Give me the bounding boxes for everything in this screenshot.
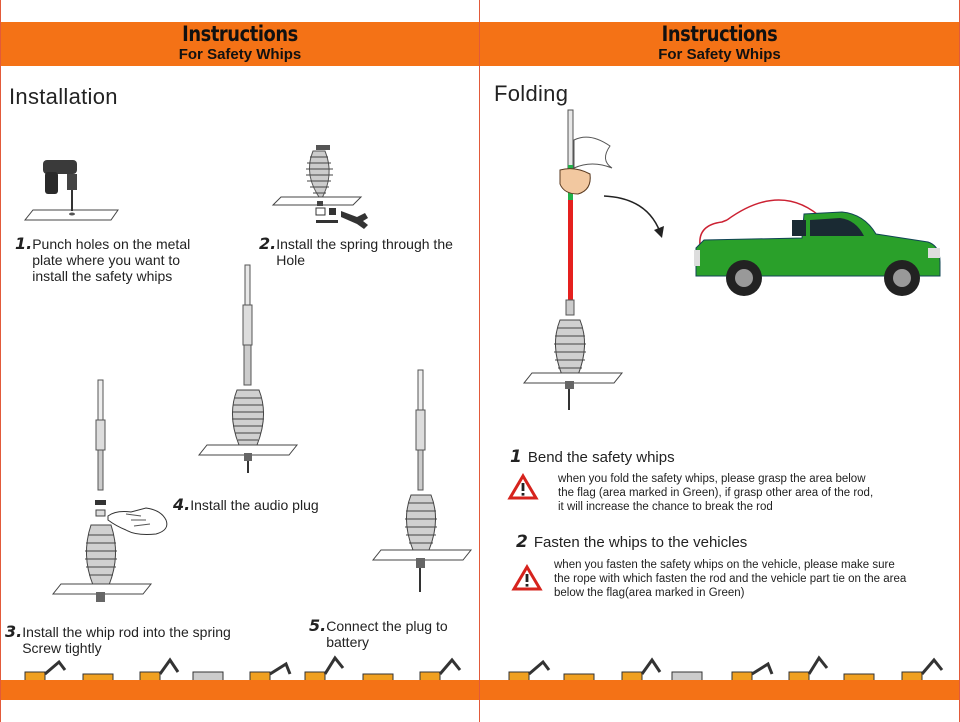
header-band: Instructions For Safety Whips (1, 22, 479, 66)
section-title-installation: Installation (9, 84, 118, 109)
step-2-number: 2. (259, 234, 277, 253)
folding-step-2-heading: 2 Fasten the whips to the vehicles (516, 532, 747, 552)
step-5-text: Connect the plug to battery (326, 618, 448, 650)
header-title-right: Instructions (661, 22, 778, 46)
pickup-truck-icon (694, 199, 941, 296)
footer-band-right (480, 680, 959, 700)
step-1-number: 1. (15, 234, 33, 253)
step-4: 4.Install the audio plug (173, 495, 319, 514)
warning-triangle-icon (507, 473, 539, 500)
step-4-number: 4. (173, 495, 191, 514)
folding-step-1-warning: when you fold the safety whips, please g… (558, 473, 874, 513)
step-1-text: Punch holes on the metal plate where you… (32, 236, 191, 284)
step-5: 5.Connect the plug to battery (309, 616, 448, 651)
step-3-text: Install the whip rod into the spring Scr… (22, 624, 231, 656)
folding-step-2-title: Fasten the whips to the vehicles (533, 534, 748, 551)
folding-step-1-number: 1 (510, 447, 522, 467)
footer-band (1, 680, 479, 700)
installation-page: Instructions For Safety Whips Installati… (0, 0, 480, 722)
step-2-text: Install the spring through the Hole (276, 236, 453, 268)
header-band-right: Instructions For Safety Whips (480, 22, 959, 66)
step-2: 2.Install the spring through the Hole (259, 234, 453, 269)
section-title-folding: Folding (494, 81, 569, 106)
folding-step-1-heading: 1 Bend the safety whips (510, 447, 675, 467)
header-subtitle-right: For Safety Whips (658, 46, 781, 63)
drill-icon (23, 160, 119, 221)
whip-rod-into-spring (51, 379, 153, 602)
whip-with-flag (522, 109, 624, 410)
arrow-icon (603, 195, 664, 238)
step-1: 1.Punch holes on the metal plate where y… (15, 234, 191, 285)
spring-on-plate-icon (271, 145, 363, 206)
folding-step-2-warning: when you fasten the safety whips on the … (554, 559, 907, 599)
step-3-number: 3. (5, 622, 23, 641)
step-5-number: 5. (309, 616, 327, 635)
whip-assembly-with-plug (197, 264, 299, 473)
step-3: 3.Install the whip rod into the spring S… (5, 622, 231, 657)
warning-triangle-icon (511, 564, 543, 591)
step-4-text: Install the audio plug (190, 497, 319, 513)
folding-step-2-number: 2 (516, 532, 528, 552)
header-subtitle: For Safety Whips (178, 46, 302, 63)
whip-with-battery-cable (371, 369, 473, 592)
wrench-icon (315, 207, 368, 229)
header-title: Instructions (182, 22, 298, 46)
folding-step-1-title: Bend the safety whips (527, 449, 675, 466)
hand-icon (107, 507, 168, 535)
